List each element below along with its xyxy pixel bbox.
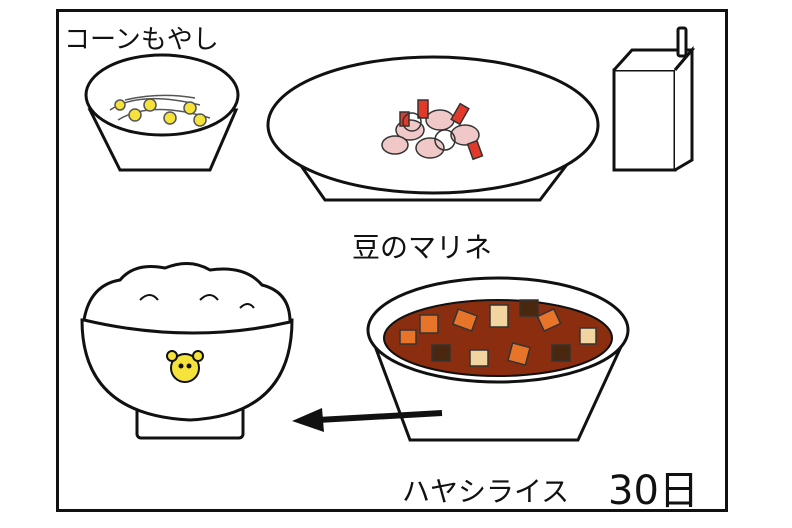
bear-logo-icon (166, 350, 204, 383)
hayashi-rice-label: ハヤシライス (402, 475, 570, 508)
milk-carton (612, 26, 696, 172)
bean-marinade-plate (266, 55, 600, 202)
rice-bowl (80, 262, 294, 440)
corn-moyashi-label: コーンもやし (64, 25, 219, 55)
bean-marinade-label: 豆のマリネ (352, 231, 493, 264)
menu-frame (56, 9, 728, 512)
arrow-left-icon (292, 408, 443, 432)
date-label: 30日 (608, 468, 699, 514)
corn-moyashi-bowl (84, 53, 240, 172)
